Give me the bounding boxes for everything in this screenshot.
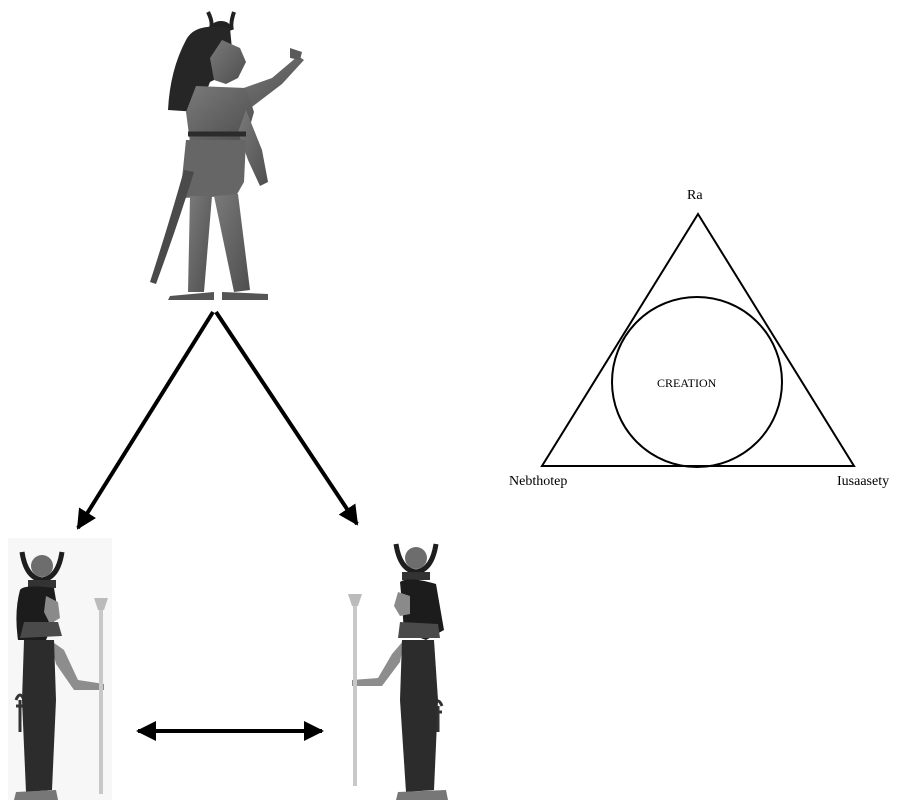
- left-goddess-figure: [8, 538, 112, 800]
- arrow-top-to-right: [216, 312, 357, 524]
- creation-triangle-diagram: [542, 214, 854, 467]
- right-goddess-figure: [348, 544, 448, 800]
- arrow-top-to-left: [78, 312, 213, 528]
- arrows: [78, 312, 357, 731]
- triangle-left-label: Nebthotep: [509, 474, 567, 490]
- circle-center-label: CREATION: [657, 376, 716, 391]
- triangle-shape: [542, 214, 854, 466]
- top-god-figure: [150, 12, 304, 300]
- triangle-right-label: Iusaasety: [837, 474, 889, 490]
- triangle-top-label: Ra: [687, 188, 703, 204]
